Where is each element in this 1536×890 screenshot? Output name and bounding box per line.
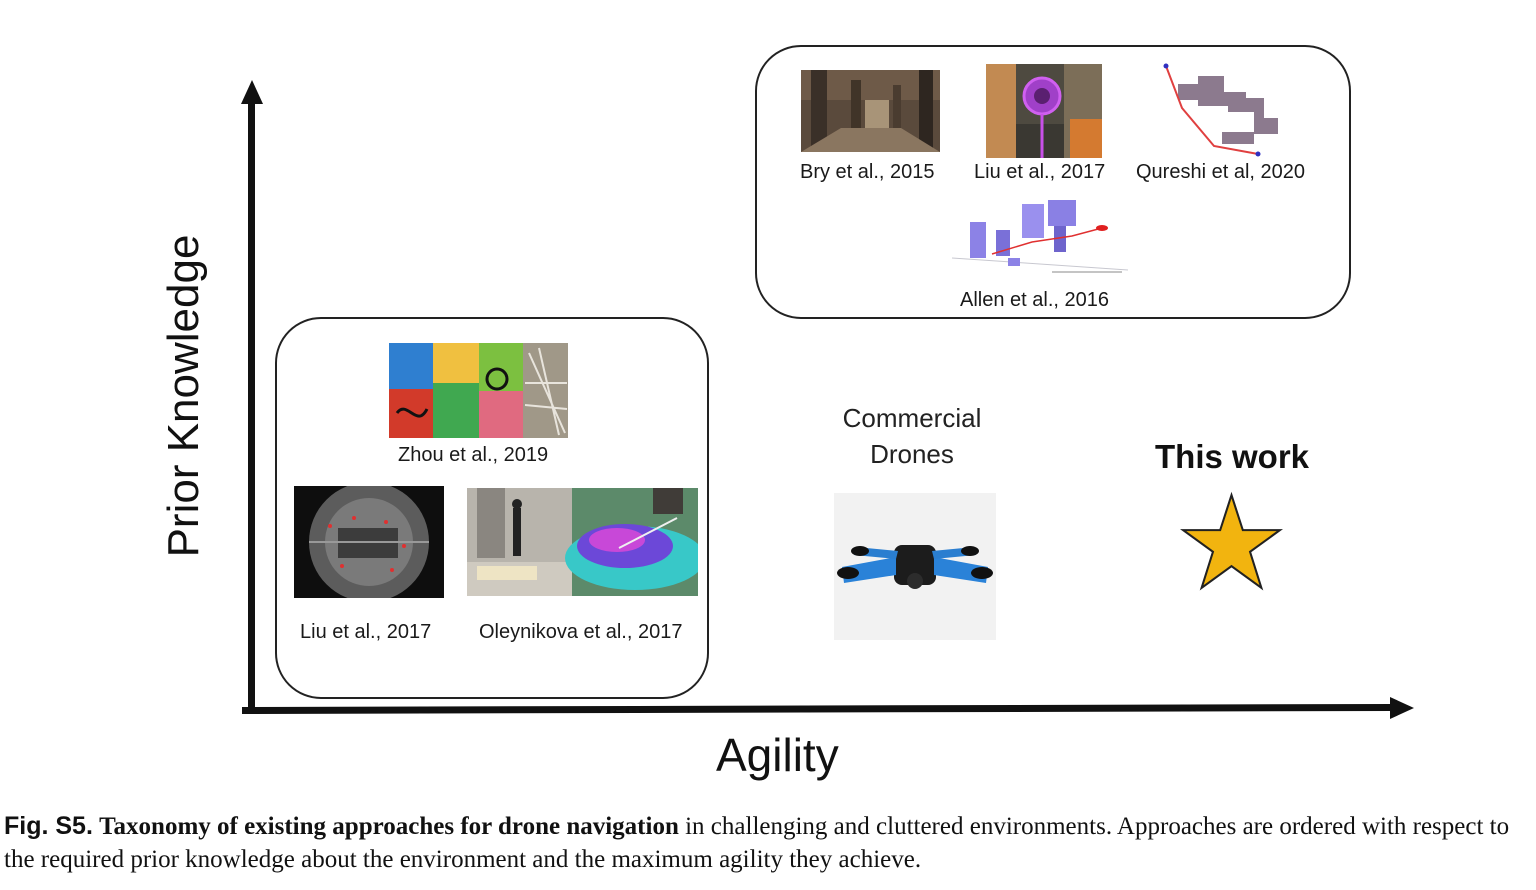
- label-qureshi-2020: Qureshi et al, 2020: [1136, 161, 1305, 183]
- 3d-obstacles-thumbnail: [952, 196, 1128, 280]
- drone-image: [834, 493, 996, 640]
- this-work-label: This work: [1155, 438, 1310, 475]
- y-axis-label: Prior Knowledge: [159, 234, 208, 558]
- commercial-drones-label: Commercial Drones: [812, 400, 1012, 472]
- commercial-line-1: Commercial: [842, 403, 982, 433]
- star-icon: [1179, 491, 1284, 594]
- label-liu-2017-top: Liu et al., 2017: [974, 161, 1106, 183]
- figure-number: Fig. S5.: [4, 812, 93, 840]
- label-bry-2015: Bry et al., 2015: [800, 161, 935, 183]
- label-zhou-2019: Zhou et al., 2019: [398, 444, 549, 466]
- commercial-line-2: Drones: [870, 439, 954, 469]
- fisheye-thumbnail: [294, 486, 444, 598]
- simulation-thumbnail: [986, 64, 1102, 158]
- label-liu-2017-left: Liu et al., 2017: [300, 621, 432, 643]
- label-allen-2016: Allen et al., 2016: [960, 289, 1109, 311]
- y-axis-line: [248, 100, 255, 714]
- figure-caption: Fig. S5. Taxonomy of existing approaches…: [4, 810, 1532, 876]
- y-axis-arrowhead: [241, 80, 263, 104]
- x-axis-arrowhead: [1390, 697, 1414, 719]
- caption-body-text: in challenging and cluttered environment…: [4, 813, 1510, 873]
- label-oleynikova-2017: Oleynikova et al., 2017: [479, 621, 683, 643]
- caption-bold-text: Taxonomy of existing approaches for dron…: [99, 813, 679, 840]
- mapping-thumbnail: [467, 488, 698, 596]
- map-path-thumbnail: [1158, 62, 1282, 158]
- x-axis-line: [241, 703, 1393, 714]
- x-axis-label: Agility: [716, 729, 839, 781]
- colorful-obstacles-thumbnail: [389, 343, 568, 438]
- corridor-thumbnail: [801, 70, 940, 152]
